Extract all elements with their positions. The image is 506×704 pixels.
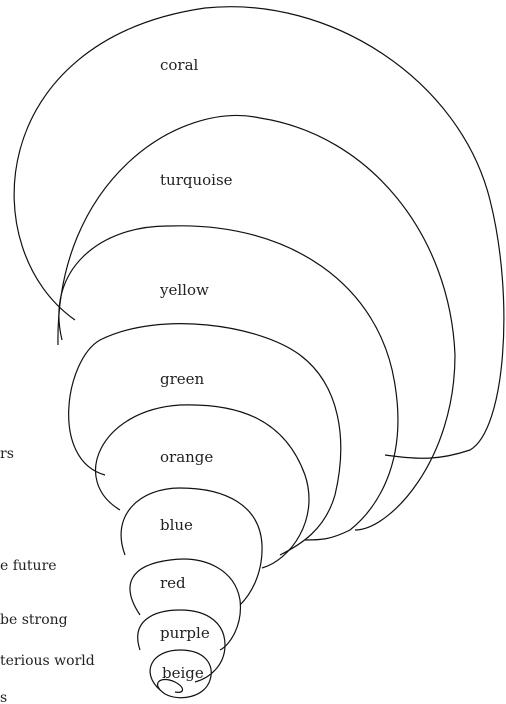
layer-label-green: green [160, 370, 205, 388]
loop-red [129, 558, 242, 651]
loop-coral [13, 6, 505, 459]
layer-label-purple: purple [160, 624, 210, 642]
layer-label-coral: coral [160, 56, 199, 74]
loop-beige [149, 649, 212, 699]
loop-yellow [58, 225, 399, 541]
side-text-4: terious world [0, 653, 95, 669]
layer-label-yellow: yellow [159, 281, 209, 299]
side-text-3: be strong [0, 612, 68, 628]
side-text-1: rs [0, 446, 14, 462]
side-text-2: e future [0, 558, 57, 574]
loop-purple [137, 609, 226, 683]
layer-label-blue: blue [160, 516, 193, 534]
side-text-5: s [0, 690, 7, 704]
loop-turquoise [57, 114, 456, 531]
loop-orange [94, 404, 310, 569]
layer-label-turquoise: turquoise [160, 171, 233, 189]
loop-blue [120, 487, 263, 606]
layer-label-red: red [160, 574, 186, 592]
loop-green [68, 323, 342, 556]
layer-label-beige: beige [162, 664, 204, 682]
layer-label-orange: orange [160, 448, 213, 466]
